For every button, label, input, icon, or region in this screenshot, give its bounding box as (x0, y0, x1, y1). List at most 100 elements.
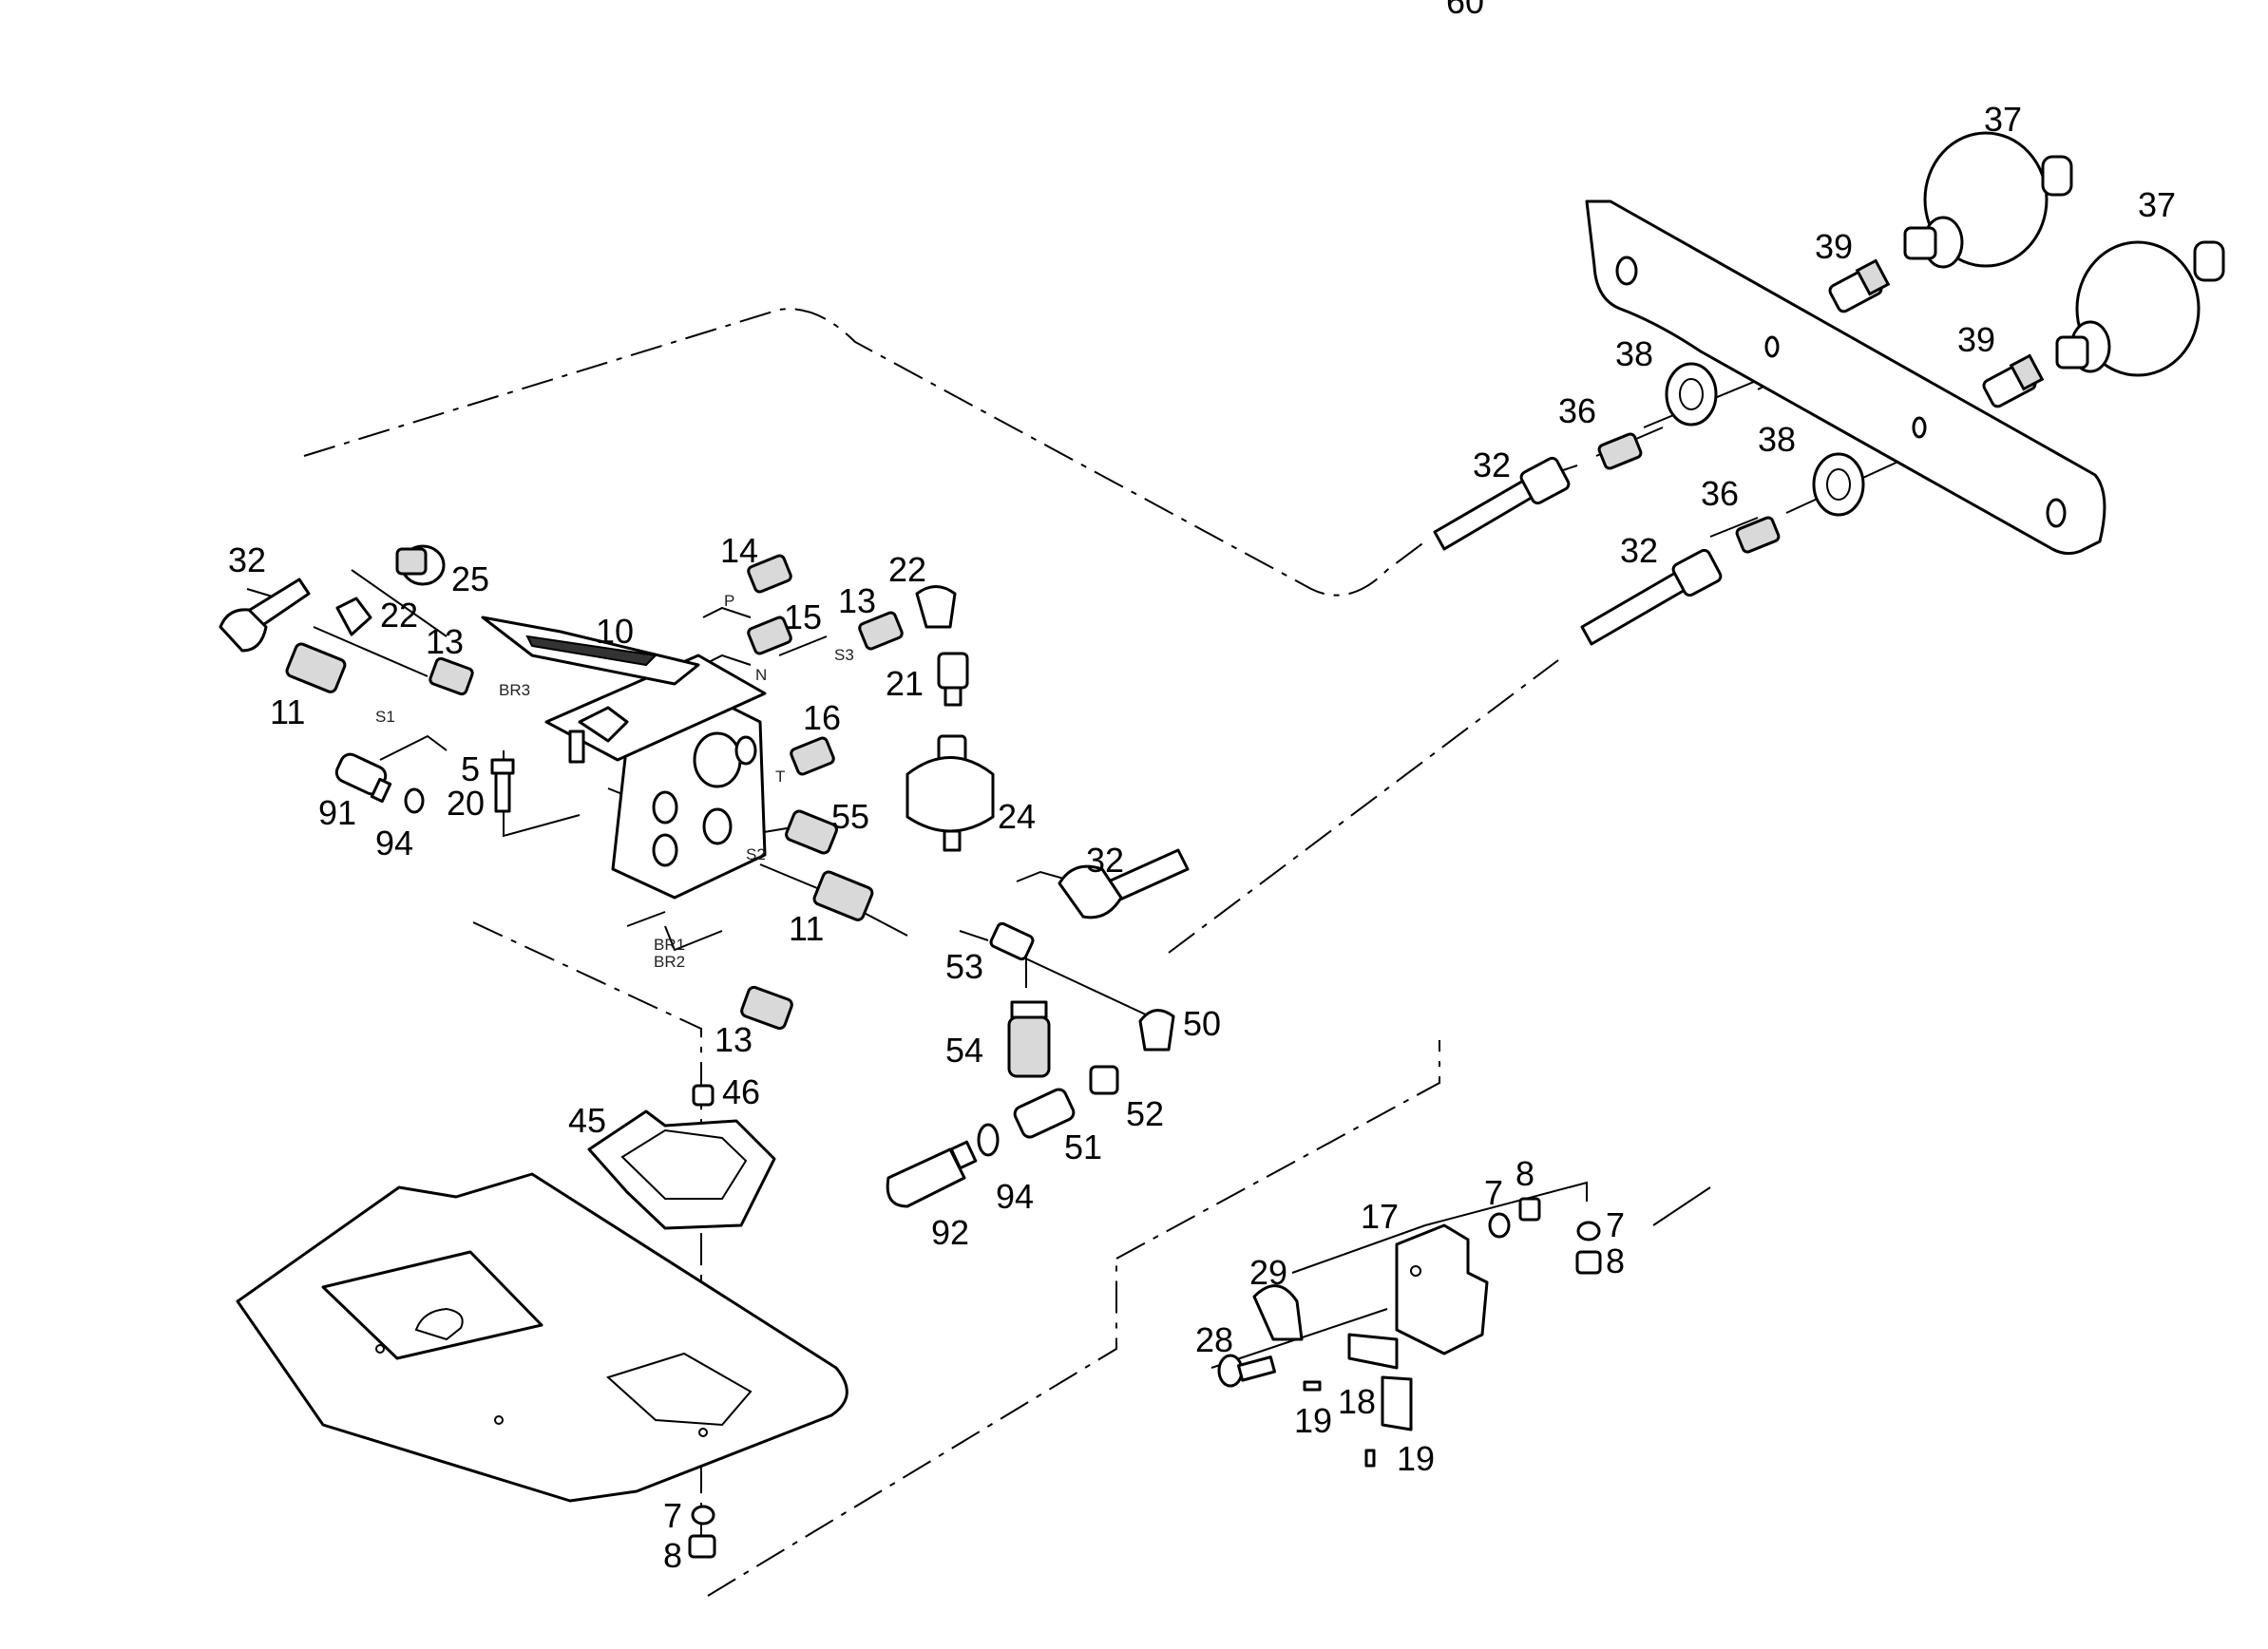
adapter-39-lower (1982, 353, 2045, 408)
washer-7-bottom (691, 1505, 715, 1526)
fitting-13-lower (740, 985, 793, 1031)
port-label-br3: BR3 (499, 681, 530, 699)
nut-38-upper (1665, 362, 1718, 426)
fitting-55 (785, 809, 838, 855)
callout-36-lower: 36 (1701, 474, 1739, 513)
floor-plate (236, 1172, 848, 1503)
accumulator-24 (905, 734, 995, 852)
nut-8-bottom (688, 1534, 716, 1559)
port-label-br2: BR2 (654, 953, 685, 971)
fitting-14 (747, 554, 792, 594)
callout-labels: 37 37 39 39 38 38 36 36 32 32 32 32 25 2… (228, 100, 2176, 1575)
callout-8-upper-left: 8 (1515, 1154, 1534, 1193)
callout-7-right: 7 (1606, 1205, 1625, 1244)
fitting-36-lower (1735, 516, 1781, 554)
callout-19-bottom: 19 (1397, 1439, 1435, 1478)
fitting-13-upper (858, 611, 904, 651)
accumulator-37-upper (1903, 131, 2073, 269)
callout-32-middle: 32 (1086, 841, 1124, 880)
plate-18 (1347, 1333, 1399, 1370)
nut-8-upper-left (1518, 1197, 1541, 1222)
callout-18: 18 (1338, 1382, 1376, 1421)
page-number: 60 (1446, 0, 1484, 21)
brake-valve-10 (481, 616, 767, 900)
accumulator-37-lower (2055, 240, 2225, 377)
elbow-50 (1138, 1009, 1175, 1052)
fitting-15 (747, 616, 792, 655)
port-label-s1: S1 (375, 708, 395, 726)
port-label-br1: BR1 (654, 936, 685, 954)
nut-8-right (1575, 1250, 1602, 1275)
seal-94-left (404, 787, 425, 814)
callout-92: 92 (931, 1213, 969, 1252)
callout-8-bottom: 8 (663, 1536, 682, 1575)
port-label-p: P (724, 592, 734, 610)
gasket-45 (587, 1109, 776, 1230)
fitting-11-left (285, 642, 347, 693)
callout-54: 54 (945, 1031, 983, 1070)
callout-39-upper: 39 (1815, 227, 1853, 266)
callout-15: 15 (784, 597, 822, 636)
callout-91: 91 (318, 793, 356, 832)
washer-7-upper-left (1488, 1212, 1511, 1239)
bolt-5-20 (490, 758, 515, 813)
plug-92 (886, 1140, 978, 1208)
adapter-39-upper (1828, 258, 1891, 313)
callout-19-left: 19 (1294, 1401, 1332, 1440)
callout-5: 5 (461, 749, 480, 788)
callout-8-right: 8 (1606, 1241, 1625, 1280)
callout-38-lower: 38 (1758, 420, 1796, 459)
hose-32-lower-right (1580, 548, 1723, 646)
port-label-t: T (775, 768, 785, 786)
callout-28: 28 (1195, 1320, 1233, 1359)
fitting-13-left (429, 656, 474, 696)
hose-32-upper-right (1433, 456, 1571, 551)
hose-32-middle (1058, 848, 1190, 919)
fitting-21 (937, 652, 969, 707)
accumulator-mounting-bracket (1585, 199, 2106, 556)
washer-7-right (1576, 1221, 1601, 1241)
tee-53 (989, 921, 1035, 961)
callout-7-bottom: 7 (663, 1496, 682, 1535)
callout-32-upper-right: 32 (1473, 445, 1511, 484)
fitting-11-lower (812, 870, 874, 921)
callout-38-upper: 38 (1615, 334, 1653, 373)
port-label-n: N (755, 666, 767, 684)
callout-46: 46 (722, 1072, 760, 1111)
bushing-46 (692, 1084, 715, 1107)
callout-50: 50 (1183, 1004, 1221, 1043)
callout-17: 17 (1361, 1197, 1399, 1236)
callout-16: 16 (803, 698, 841, 737)
nut-38-lower (1812, 452, 1865, 517)
callout-32-left: 32 (228, 540, 266, 579)
callout-29: 29 (1249, 1253, 1287, 1292)
port-label-s3: S3 (834, 646, 854, 664)
callout-37-upper: 37 (1984, 100, 2022, 139)
callout-24: 24 (998, 797, 1036, 836)
fitting-16 (790, 736, 835, 776)
callout-32-lower-right: 32 (1620, 531, 1658, 570)
port-labels: P N S3 BR3 S1 T S2 BR1 BR2 (375, 592, 854, 971)
plug-91 (334, 752, 392, 804)
port-label-s2: S2 (746, 845, 766, 863)
callout-22-left: 22 (380, 596, 418, 635)
filter-54 (1007, 1000, 1051, 1078)
callout-22-upper: 22 (888, 550, 926, 589)
callout-94-left: 94 (375, 824, 413, 862)
callout-52: 52 (1126, 1094, 1164, 1133)
callout-51: 51 (1064, 1128, 1102, 1166)
fitting-25 (395, 544, 446, 586)
guard-29 (1252, 1284, 1304, 1341)
callout-37-lower: 37 (2138, 185, 2176, 224)
callout-45: 45 (568, 1101, 606, 1140)
nut-52 (1089, 1065, 1119, 1095)
sleeve-51 (1013, 1088, 1076, 1139)
switch-19 (1303, 1375, 1413, 1468)
elbow-22-left (335, 597, 372, 636)
callout-13-upper: 13 (838, 581, 876, 620)
seal-94-lower (977, 1123, 1000, 1157)
callout-11-lower: 11 (789, 909, 824, 948)
callout-94-lower: 94 (996, 1177, 1034, 1216)
callout-7-upper-left: 7 (1484, 1173, 1503, 1212)
